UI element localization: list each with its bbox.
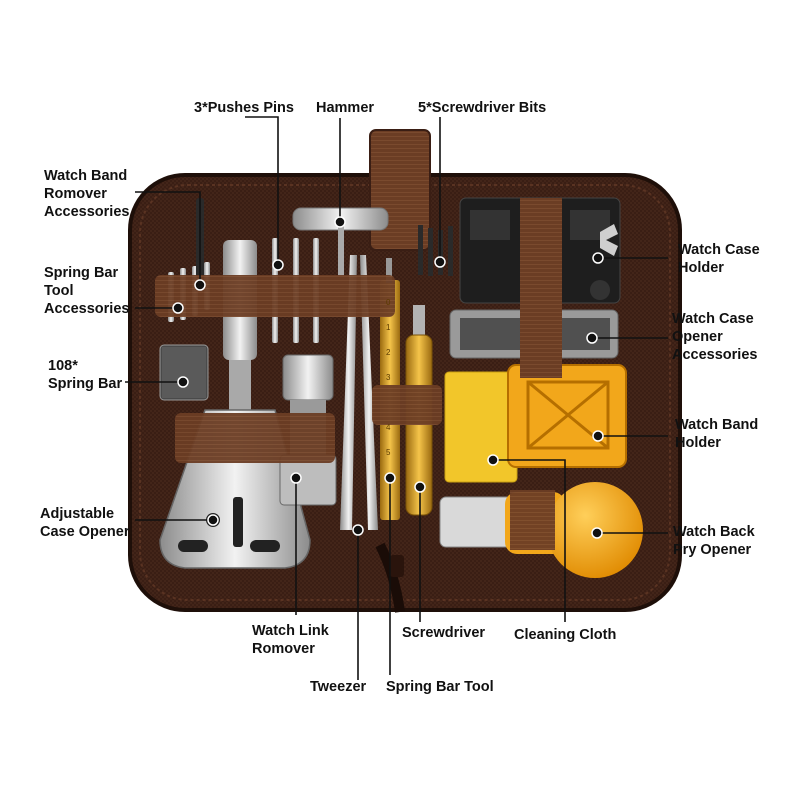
label-watch-band-holder: Watch Band Holder [675, 417, 759, 451]
label-hammer: Hammer [316, 100, 375, 116]
label-watch-back-pry-opener: Watch Back Pry Opener [673, 524, 755, 558]
label-spring-bar-tool: Spring Bar Tool [386, 679, 494, 695]
ruler-mark: 1 [386, 323, 391, 332]
label-watch-band-remover: Watch Band Romover Accessories [44, 168, 130, 220]
ruler-mark: 2 [386, 348, 391, 357]
ruler-mark: 3 [386, 373, 391, 382]
tweezer [340, 255, 378, 530]
ruler-marks: 0 1 2 3 4 5 [386, 298, 391, 457]
label-pushes-pins: 3*Pushes Pins [194, 100, 294, 116]
label-screwdriver-bits: 5*Screwdriver Bits [418, 100, 547, 116]
label-watch-case-opener-accessories: Watch Case Opener Accessories [672, 311, 758, 363]
zipper [375, 542, 405, 613]
label-cleaning-cloth: Cleaning Cloth [514, 627, 617, 643]
callout-line-cleaning-cloth [493, 459, 566, 622]
spring-bar-pouch [159, 344, 209, 401]
ruler-mark: 5 [386, 448, 391, 457]
label-tweezer: Tweezer [310, 679, 367, 695]
ruler-mark: 4 [386, 423, 391, 432]
label-adjustable-case-opener: Adjustable Case Opener [40, 506, 130, 540]
label-screwdriver: Screwdriver [402, 625, 486, 641]
label-watch-link-remover: Watch Link Romover [252, 623, 329, 657]
cleaning-cloth [444, 371, 518, 483]
label-watch-case-holder: Watch Case Holder [678, 242, 760, 276]
label-spring-bar: 108* Spring Bar [48, 358, 123, 392]
elastic-straps [155, 275, 555, 550]
ruler-mark: 0 [386, 298, 391, 307]
callout-lines [125, 116, 668, 680]
label-spring-bar-tool-accessories: Spring Bar Tool Accessories [44, 265, 130, 317]
watch-band-holder [507, 364, 627, 468]
callout-dots [172, 216, 604, 539]
case-center-strap [520, 198, 562, 378]
callout-line-pushes-pins [245, 116, 279, 265]
callout-line-band-remover [135, 191, 201, 285]
